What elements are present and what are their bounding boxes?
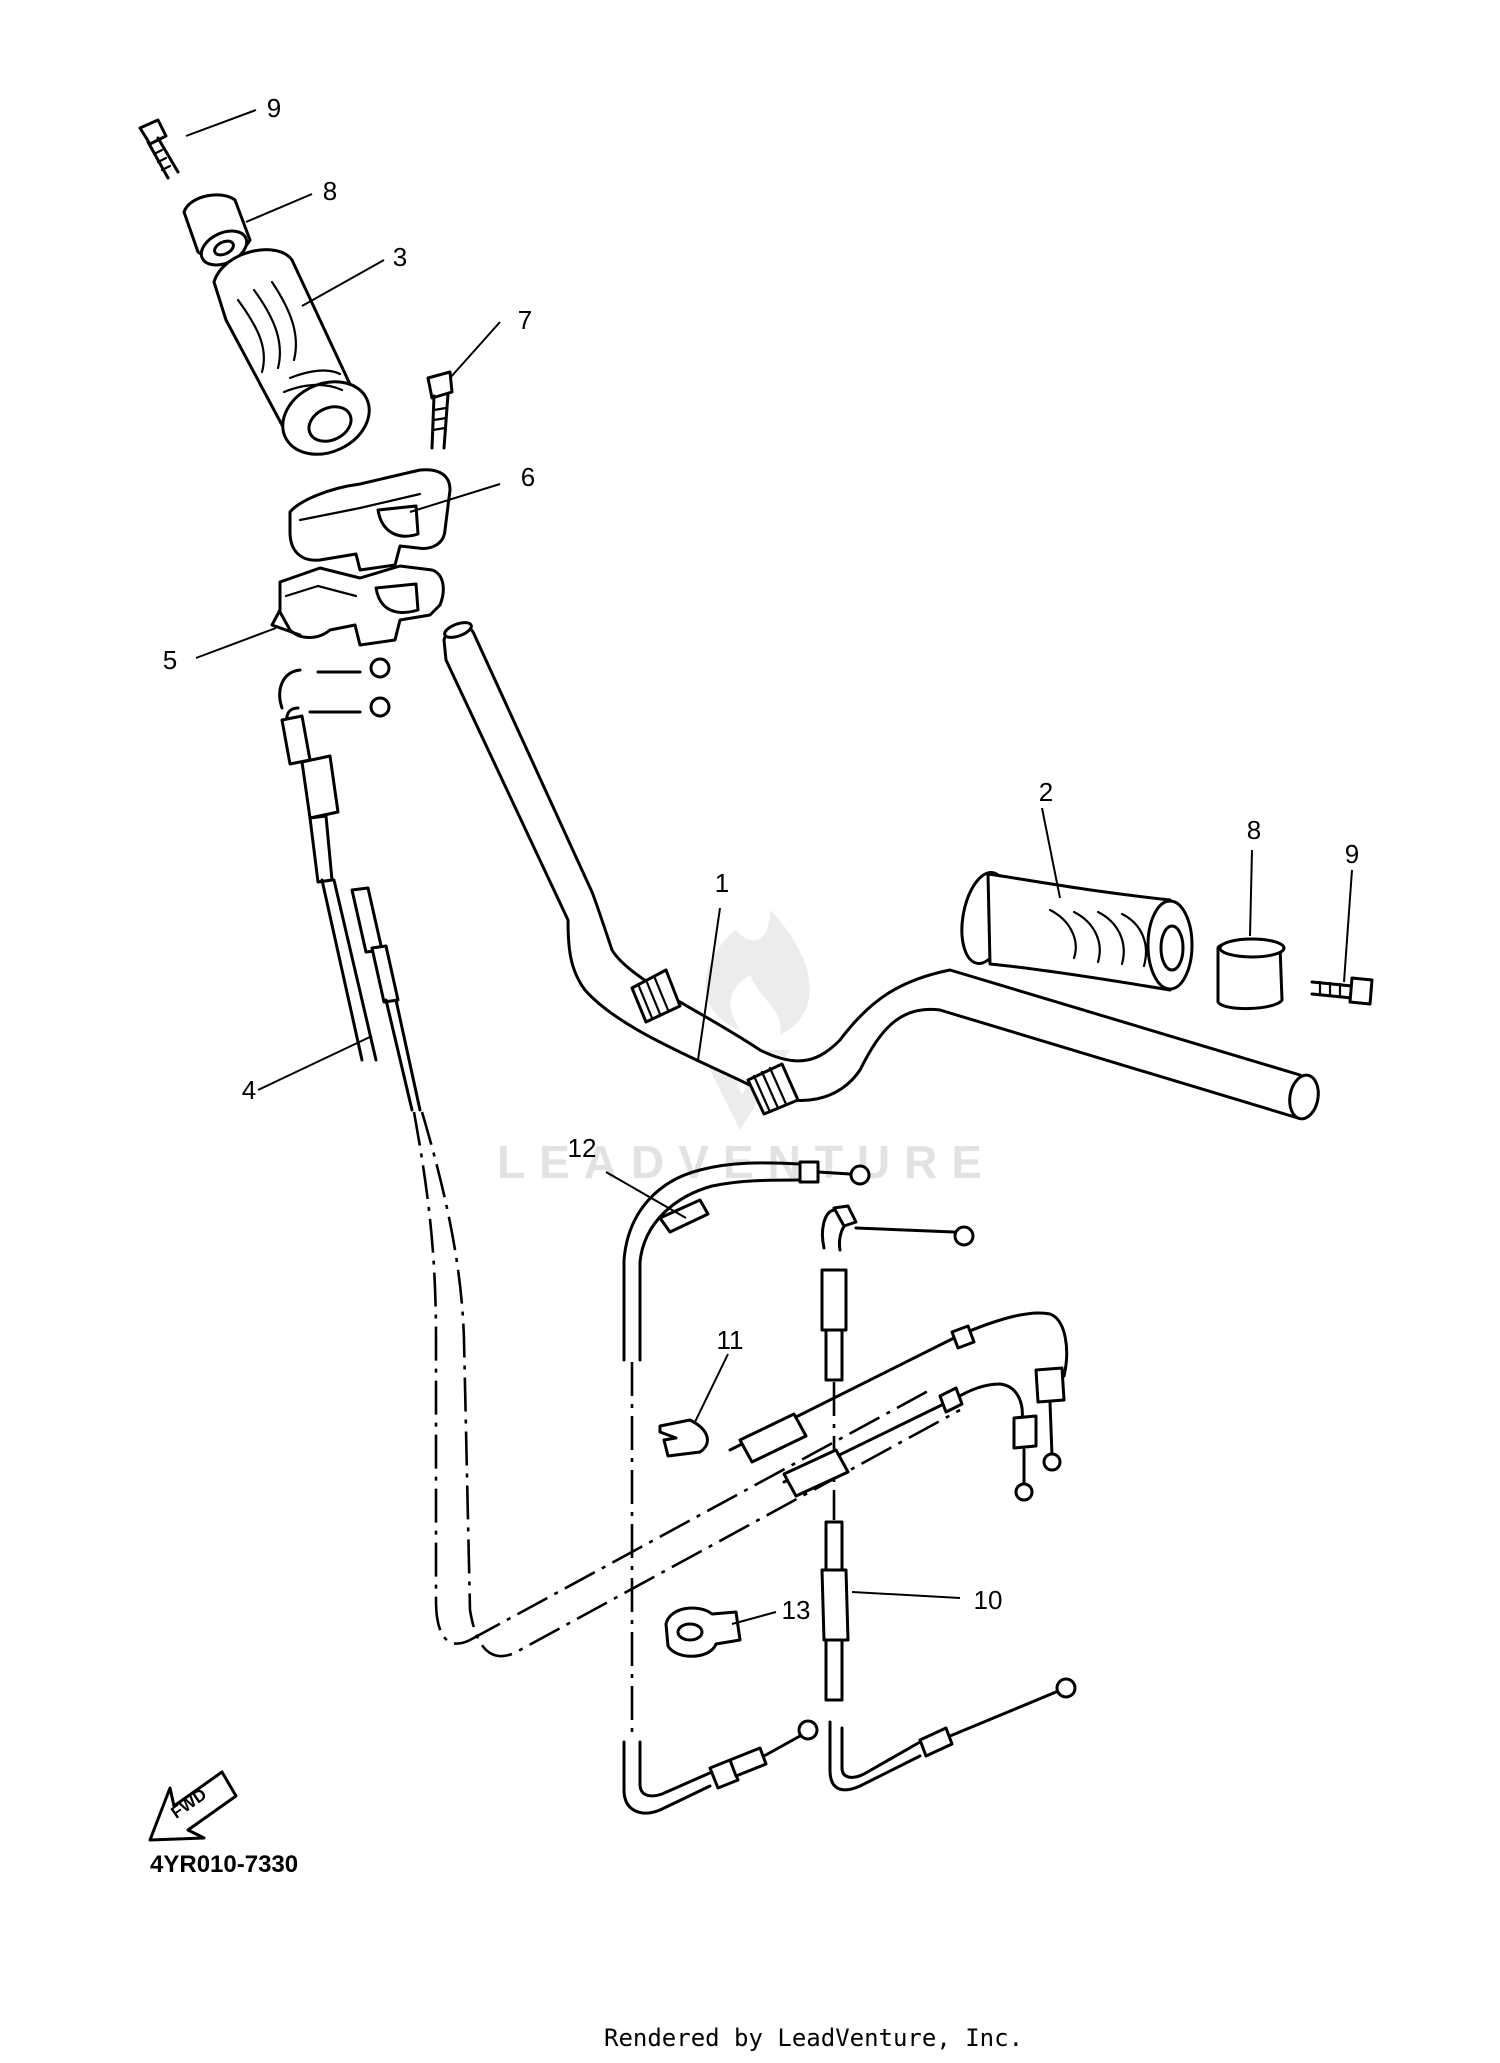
diagram-code: 4YR010-7330 xyxy=(150,1851,298,1878)
screw-7 xyxy=(426,370,454,450)
forward-arrow-icon: FWD xyxy=(148,1770,238,1842)
callout-3: 3 xyxy=(393,242,407,272)
rendered-by-footer: Rendered by LeadVenture, Inc. xyxy=(604,2024,1023,2052)
callout-1: 1 xyxy=(715,868,729,898)
callout-9-top: 9 xyxy=(267,93,281,123)
throttle-cable-4 xyxy=(278,657,961,1658)
callout-9-right: 9 xyxy=(1345,839,1359,869)
callout-12: 12 xyxy=(568,1133,597,1163)
callout-8-top: 8 xyxy=(323,176,337,206)
throttle-grip-3 xyxy=(212,248,371,456)
watermark-text: LEADVENTURE xyxy=(497,1136,996,1188)
callout-13: 13 xyxy=(782,1595,811,1625)
throttle-housing-upper-6 xyxy=(288,468,452,572)
grip-2 xyxy=(960,871,1194,992)
choke-cable-12 xyxy=(622,1160,871,1815)
callout-8-right: 8 xyxy=(1247,815,1261,845)
throttle-cable-assembly-10 xyxy=(728,1204,1077,1792)
bar-end-weight-8-right xyxy=(1216,937,1286,1011)
callout-10: 10 xyxy=(974,1585,1003,1615)
callout-5: 5 xyxy=(163,645,177,675)
callout-11: 11 xyxy=(717,1325,744,1355)
callout-numbers: 9 8 3 7 6 5 1 2 8 9 4 12 11 10 13 xyxy=(163,93,1359,1625)
bolt-9-top xyxy=(138,118,180,180)
callout-4: 4 xyxy=(242,1075,256,1105)
bar-end-weight-8-top xyxy=(182,193,252,267)
cable-holder-13 xyxy=(664,1606,742,1658)
cable-clamp-11 xyxy=(658,1418,709,1458)
leader-lines xyxy=(185,109,1353,1625)
handlebar-1 xyxy=(442,621,1320,1121)
bolt-9-right xyxy=(1310,976,1374,1006)
throttle-housing-lower-5 xyxy=(270,564,445,647)
callout-2: 2 xyxy=(1039,777,1053,807)
callout-7: 7 xyxy=(518,305,532,335)
callout-6: 6 xyxy=(521,462,535,492)
